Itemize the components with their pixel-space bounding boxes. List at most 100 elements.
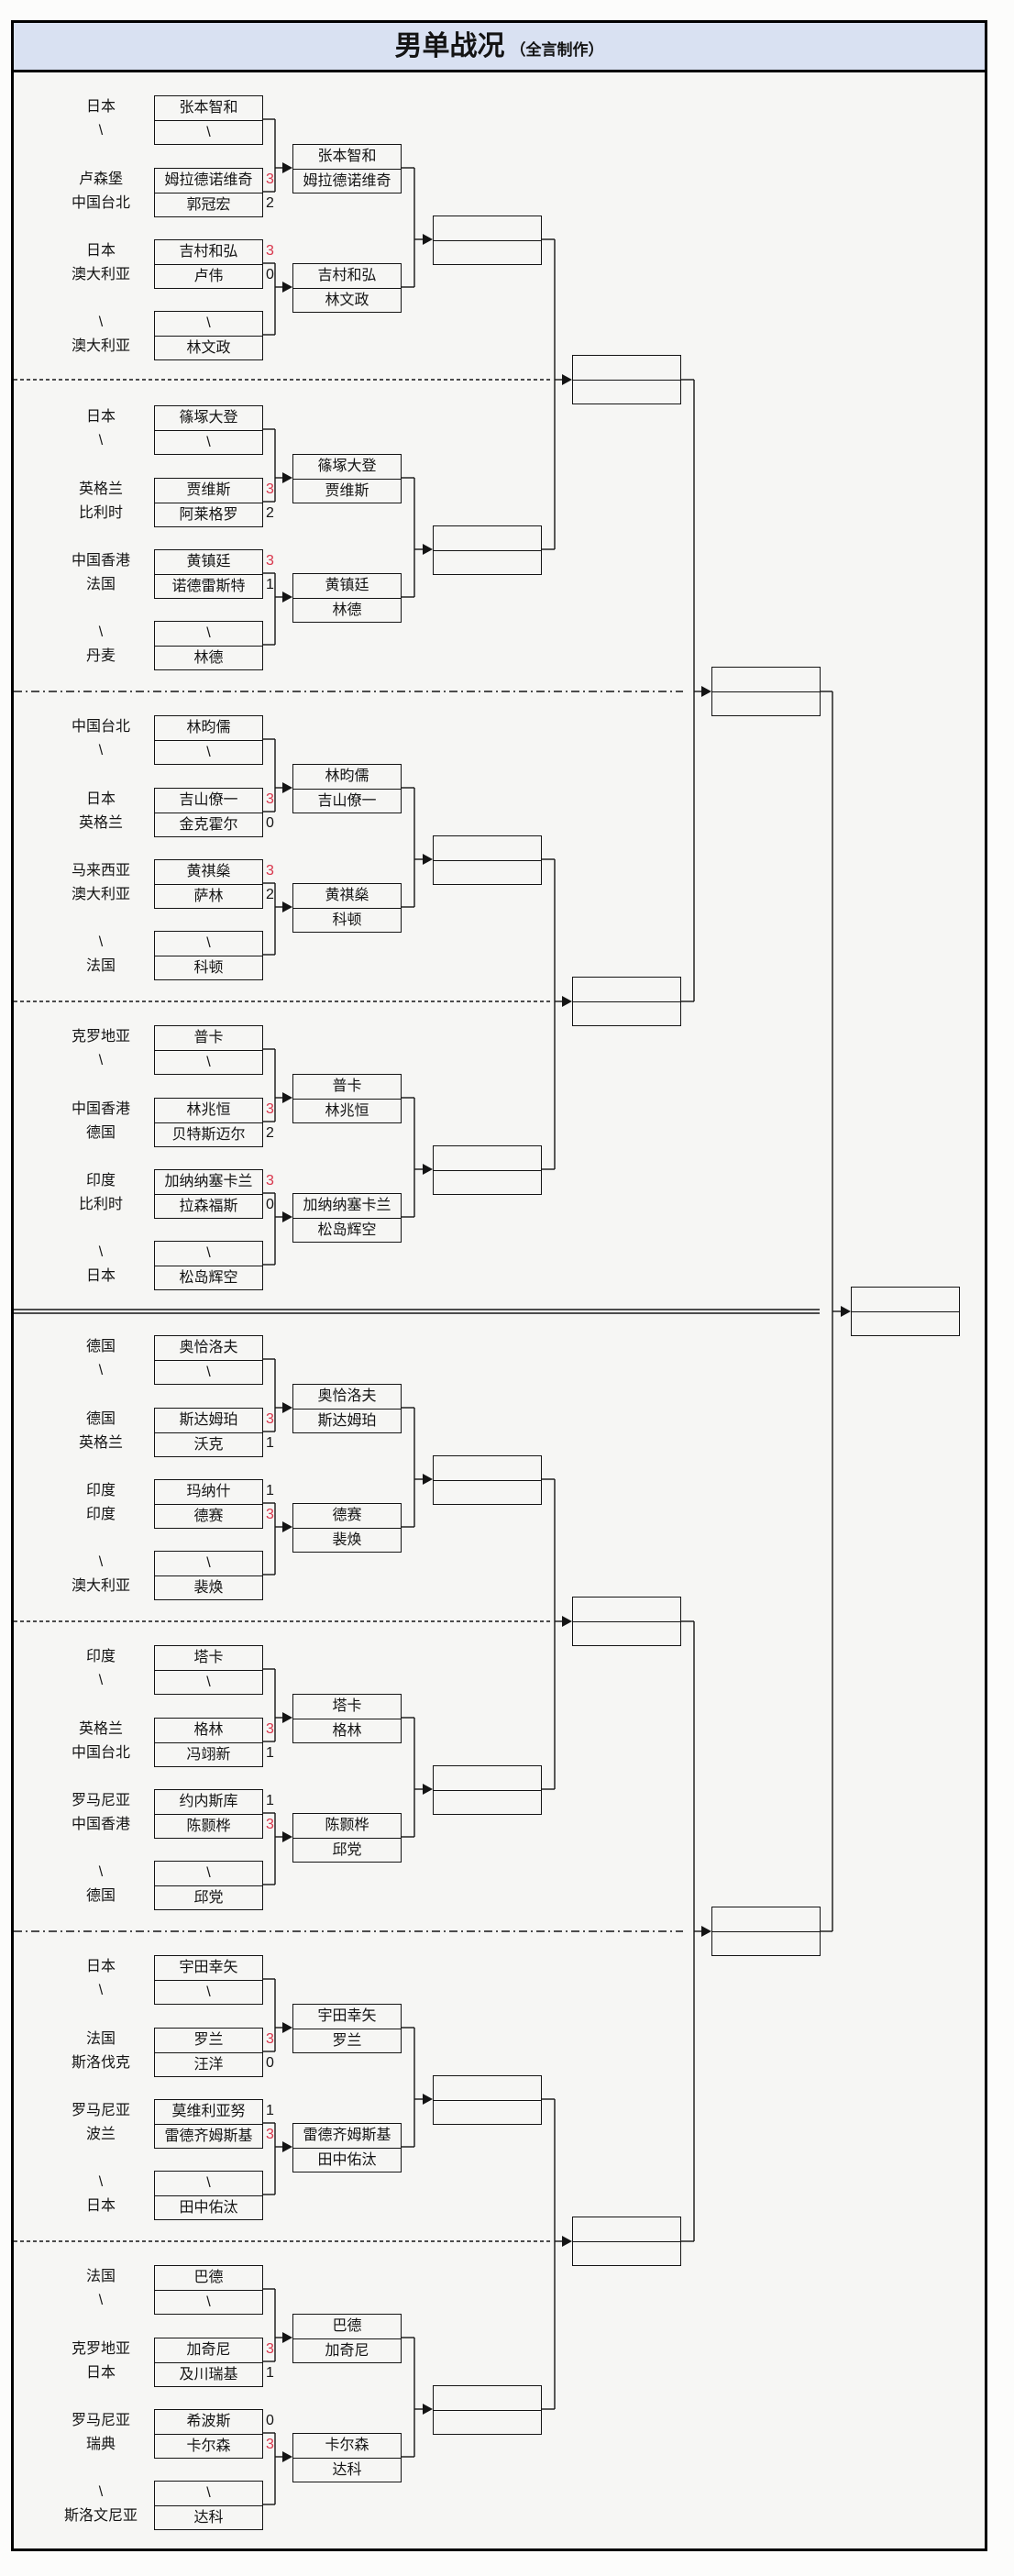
player-cell: 德赛 — [293, 1504, 401, 1529]
r1-match-box: 张本智和\ — [154, 95, 263, 145]
player-cell: 林昀儒 — [293, 765, 401, 790]
r2-pairing-box: 林昀儒吉山僚一 — [292, 764, 402, 813]
player-cell: 陈颢桦 — [293, 1814, 401, 1839]
player-cell: \ — [206, 1365, 211, 1380]
empty-slot-cell — [712, 692, 820, 716]
r1-match-box: 贾维斯阿莱格罗 — [154, 478, 263, 527]
player-cell: \ — [155, 932, 262, 956]
player-cell: 郭冠宏 — [186, 197, 231, 213]
player-cell: 冯翊新 — [186, 1747, 231, 1763]
player-cell: 卡尔森 — [186, 2438, 231, 2454]
player-cell: 罗兰 — [332, 2033, 362, 2049]
empty-slot-cell — [573, 1002, 680, 1026]
player-cell: 林德 — [193, 650, 224, 666]
r2-pairing-box: 巴德加奇尼 — [292, 2314, 402, 2363]
score-label: 3 — [266, 171, 274, 187]
r2-pairing-box: 篠塚大登贾维斯 — [292, 454, 402, 503]
country-label: 斯洛伐克 — [71, 2055, 130, 2071]
empty-slot-cell — [852, 1312, 959, 1336]
r1-match-box: 巴德\ — [154, 2265, 263, 2315]
empty-slot-cell — [434, 1146, 541, 1171]
player-cell: 沃克 — [193, 1437, 224, 1453]
score-label: 3 — [266, 1721, 274, 1737]
player-cell: \ — [155, 1552, 262, 1576]
player-cell: 林昀儒 — [155, 716, 262, 741]
country-label: 印度 — [85, 1483, 116, 1498]
player-cell: 黄祺燊 — [155, 860, 262, 885]
empty-slot-cell — [573, 356, 680, 381]
player-cell: 金克霍尔 — [179, 817, 238, 833]
score-label: 3 — [266, 1101, 274, 1117]
country-label: 罗马尼亚 — [71, 2103, 130, 2118]
player-cell: \ — [206, 1985, 211, 2000]
player-cell: 松岛辉空 — [317, 1222, 377, 1238]
score-label: 0 — [266, 1197, 274, 1212]
country-label: 日本 — [85, 1959, 116, 1974]
score-label: 0 — [266, 815, 274, 831]
country-label: \ — [98, 1673, 104, 1688]
player-cell: 篠塚大登 — [155, 406, 262, 431]
r1-match-box: 姆拉德诺维奇郭冠宏 — [154, 168, 263, 217]
player-cell: 奥恰洛夫 — [155, 1336, 262, 1361]
r1-match-box: 林昀儒\ — [154, 715, 263, 765]
empty-slot-cell — [434, 2076, 541, 2101]
country-label: 澳大利亚 — [71, 267, 130, 282]
score-label: 3 — [266, 2437, 274, 2452]
player-cell: 拉森福斯 — [179, 1199, 238, 1214]
r1-match-box: 加奇尼及川瑞基 — [154, 2338, 263, 2387]
score-label: 3 — [266, 2031, 274, 2047]
qf-slot-box — [433, 525, 542, 575]
country-label: 日本 — [85, 2198, 116, 2214]
r1-match-box: 黄镇廷诺德雷斯特 — [154, 549, 263, 599]
qf-slot-box — [433, 216, 542, 265]
player-cell: 罗兰 — [155, 2029, 262, 2053]
country-label: 瑞典 — [85, 2437, 116, 2452]
player-cell: 贝特斯迈尔 — [171, 1127, 246, 1143]
player-cell: 加纳纳塞卡兰 — [293, 1194, 401, 1219]
r2-pairing-box: 张本智和姆拉德诺维奇 — [292, 144, 402, 193]
player-cell: 松岛辉空 — [179, 1270, 238, 1286]
bracket-frame — [11, 20, 987, 2551]
r1-match-box: 格林冯翊新 — [154, 1718, 263, 1767]
country-label: 比利时 — [78, 1197, 123, 1212]
player-cell: 莫维利亚努 — [155, 2100, 262, 2125]
player-cell: 田中佑汰 — [179, 2200, 238, 2216]
player-cell: \ — [155, 2172, 262, 2196]
player-cell: 吉山僚一 — [317, 793, 377, 809]
r2-pairing-box: 德赛裴焕 — [292, 1503, 402, 1553]
player-cell: 林兆恒 — [155, 1099, 262, 1123]
r1-match-box: 玛纳什德赛 — [154, 1479, 263, 1529]
r1-match-box: \科顿 — [154, 931, 263, 980]
player-cell: 汪洋 — [193, 2057, 224, 2073]
player-cell: \ — [155, 2482, 262, 2506]
player-cell: 林德 — [332, 603, 362, 618]
score-label: 3 — [266, 1173, 274, 1188]
player-cell: 田中佑汰 — [317, 2152, 377, 2168]
player-cell: 张本智和 — [293, 145, 401, 170]
player-cell: 玛纳什 — [155, 1480, 262, 1505]
r1-match-box: \松岛辉空 — [154, 1241, 263, 1290]
empty-slot-cell — [434, 1456, 541, 1481]
player-cell: 及川瑞基 — [179, 2367, 238, 2383]
player-cell: 雷德齐姆斯基 — [164, 2128, 253, 2144]
country-label: \ — [98, 1244, 104, 1260]
r1-match-box: \达科 — [154, 2481, 263, 2530]
score-label: 1 — [266, 1435, 274, 1451]
score-label: 2 — [266, 505, 274, 521]
r1-match-box: 篠塚大登\ — [154, 405, 263, 455]
country-label: 德国 — [85, 1888, 116, 1904]
score-label: 1 — [266, 1793, 274, 1808]
empty-slot-cell — [434, 216, 541, 241]
empty-slot-cell — [573, 2242, 680, 2266]
page-subtitle: （全言制作） — [510, 41, 604, 59]
country-label: 印度 — [85, 1173, 116, 1188]
country-label: 澳大利亚 — [71, 887, 130, 902]
player-cell: 萨林 — [193, 889, 224, 904]
player-cell: 加奇尼 — [325, 2343, 369, 2359]
player-cell: 吉村和弘 — [293, 264, 401, 289]
empty-slot-cell — [434, 1766, 541, 1791]
player-cell: 雷德齐姆斯基 — [293, 2124, 401, 2149]
player-cell: \ — [206, 125, 211, 140]
r2-pairing-box: 宇田幸矢罗兰 — [292, 2004, 402, 2053]
champion-slot-box — [851, 1287, 960, 1336]
